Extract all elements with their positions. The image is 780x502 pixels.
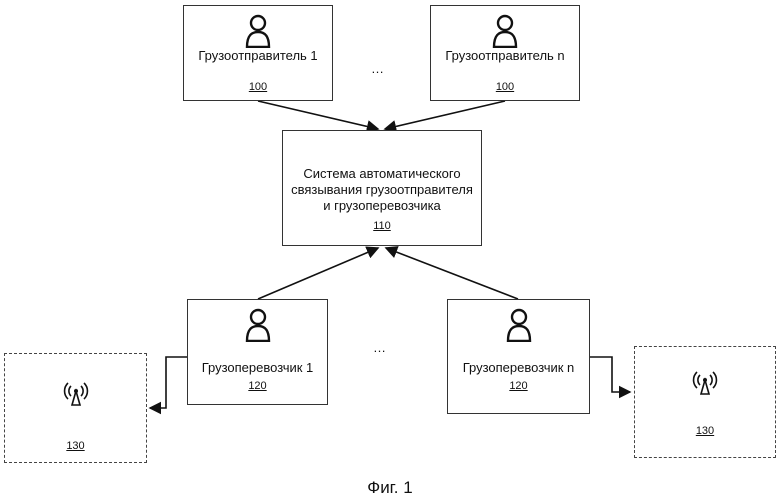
- system-title-line-3: и грузоперевозчика: [323, 198, 441, 213]
- device-box-right: 130: [634, 346, 776, 458]
- antenna-icon: [63, 382, 88, 406]
- carrier-ref: 120: [248, 380, 267, 392]
- person-icon: [492, 14, 518, 48]
- arrow-carrierN-to-device: [590, 356, 632, 399]
- arrow-carrier1-to-device: [148, 356, 187, 415]
- arrow-shipperN-to-system: [383, 100, 506, 133]
- system-title-line-1: Система автоматического: [303, 166, 461, 181]
- device-ref: 130: [66, 440, 85, 452]
- device-ref: 130: [695, 425, 715, 437]
- shipper-box-n: Грузоотправитель n 100: [430, 5, 580, 101]
- ellipsis-carriers: …: [373, 340, 387, 355]
- carrier-ref: 120: [509, 380, 528, 392]
- arrow-shipper1-to-system: [257, 100, 380, 133]
- person-icon: [245, 308, 270, 342]
- arrow-carrier1-to-system: [257, 246, 380, 300]
- shipper-box-1: Грузоотправитель 1 100: [183, 5, 333, 101]
- person-icon: [245, 14, 271, 48]
- carrier-label: Грузоперевозчик n: [462, 360, 575, 375]
- shipper-ref: 100: [495, 81, 515, 93]
- carrier-box-n: Грузоперевозчик n 120: [447, 299, 590, 414]
- figure-caption: Фиг. 1: [367, 478, 413, 497]
- arrow-carrierN-to-system: [384, 246, 519, 300]
- system-title-line-2: связывания грузоотправителя: [291, 182, 473, 197]
- person-icon: [506, 308, 531, 342]
- carrier-label: Грузоперевозчик 1: [201, 360, 314, 375]
- carrier-box-1: Грузоперевозчик 1 120: [187, 299, 328, 405]
- antenna-icon: [692, 371, 718, 395]
- shipper-label: Грузоотправитель 1: [198, 48, 318, 63]
- shipper-ref: 100: [248, 81, 268, 93]
- shipper-label: Грузоотправитель n: [445, 48, 565, 63]
- device-box-left: 130: [4, 353, 147, 463]
- ellipsis-shippers: …: [371, 61, 385, 76]
- system-ref: 110: [373, 220, 391, 232]
- matching-system-box: Система автоматического связывания грузо…: [282, 130, 482, 246]
